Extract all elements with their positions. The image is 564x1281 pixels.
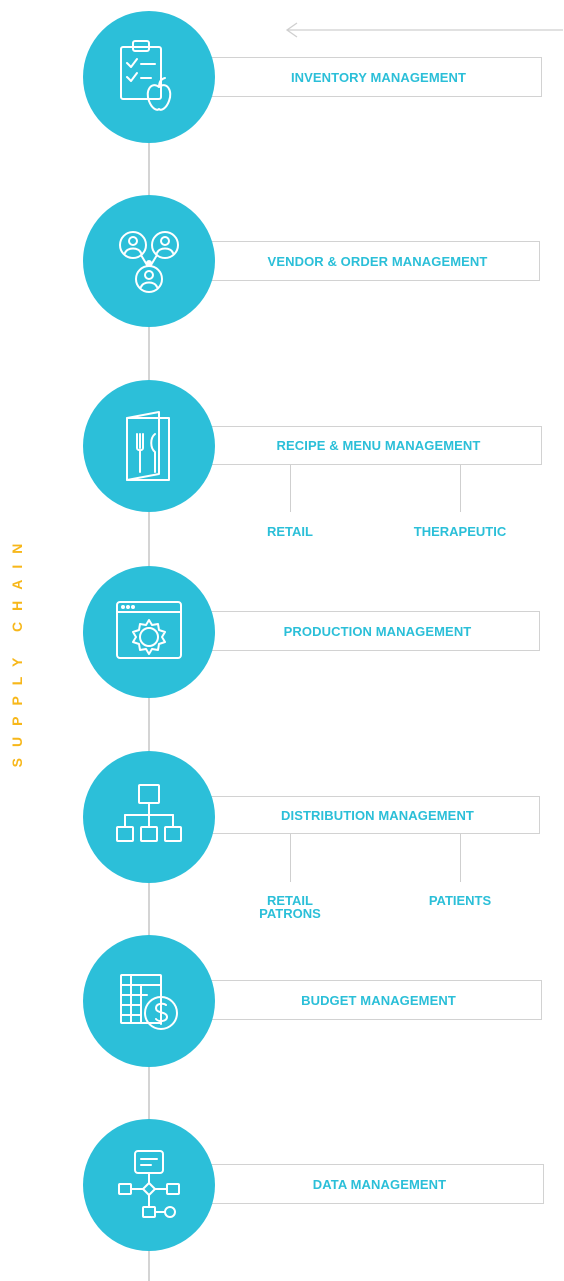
spreadsheet-dollar-icon <box>120 974 178 1030</box>
step-production-label: PRODUCTION MANAGEMENT <box>283 623 472 639</box>
step-data-circle <box>83 1119 215 1251</box>
step-recipe-box: RECIPE & MENU MANAGEMENT <box>150 426 542 465</box>
step-budget-label: BUDGET MANAGEMENT <box>301 992 456 1008</box>
step-data-box: DATA MANAGEMENT <box>150 1164 544 1204</box>
step-recipe-circle <box>83 380 215 512</box>
step-recipe-label: RECIPE & MENU MANAGEMENT <box>276 438 481 453</box>
data-flow-icon <box>118 1150 180 1218</box>
back-arrow-icon <box>285 22 563 38</box>
step-data-label: DATA MANAGEMENT <box>312 1176 447 1192</box>
branch-patients: PATIENTS <box>428 893 492 908</box>
org-chart-icon <box>116 784 182 842</box>
step-budget-circle <box>83 935 215 1067</box>
side-label-text: SUPPLY CHAIN <box>9 533 25 768</box>
step-vendor-circle <box>83 195 215 327</box>
browser-gear-icon <box>116 601 182 659</box>
step-distribution-box: DISTRIBUTION MANAGEMENT <box>150 796 540 834</box>
branch-retail: RETAIL <box>267 524 313 539</box>
branch-line-retail-patrons <box>290 834 291 882</box>
menu-fork-knife-icon <box>126 411 170 481</box>
branch-line-retail <box>290 465 291 512</box>
step-production-circle <box>83 566 215 698</box>
step-inventory-label: INVENTORY MANAGEMENT <box>290 69 467 85</box>
people-network-icon <box>119 231 179 293</box>
branch-line-therapeutic <box>460 465 461 512</box>
clipboard-apple-icon <box>120 40 172 111</box>
side-label: SUPPLY CHAIN <box>9 533 25 768</box>
step-budget-box: BUDGET MANAGEMENT <box>150 980 542 1020</box>
step-distribution-circle <box>83 751 215 883</box>
step-inventory-box: INVENTORY MANAGEMENT <box>150 57 542 97</box>
step-distribution-label: DISTRIBUTION MANAGEMENT <box>281 807 474 823</box>
step-vendor-box: VENDOR & ORDER MANAGEMENT <box>150 241 540 281</box>
branch-line-patients <box>460 834 461 882</box>
branch-therapeutic: THERAPEUTIC <box>413 524 507 539</box>
step-vendor-label: VENDOR & ORDER MANAGEMENT <box>267 253 488 269</box>
step-inventory-circle <box>83 11 215 143</box>
step-production-box: PRODUCTION MANAGEMENT <box>150 611 540 651</box>
